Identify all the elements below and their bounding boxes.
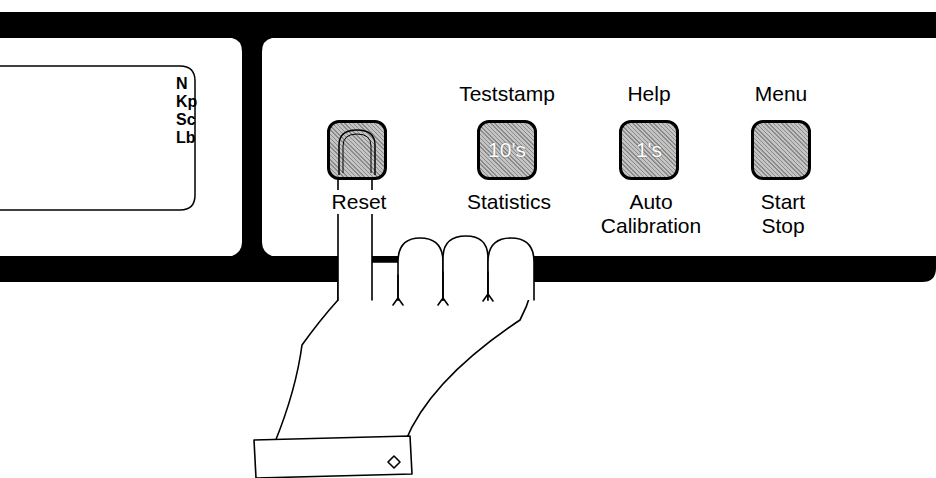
button-value: 10's [480, 123, 534, 177]
unit-label: N [176, 75, 188, 92]
display-border [0, 66, 195, 210]
fingertip [330, 123, 384, 177]
panel-button: Reset [282, 78, 432, 248]
middle-finger [398, 238, 443, 300]
panel-button: 10's TeststampStatistics [432, 78, 582, 248]
button-face [327, 120, 387, 180]
button-label: Start Stop [756, 190, 811, 238]
button-face: 10's [477, 120, 537, 180]
button-face: 1's [619, 120, 679, 180]
shift-function-label: Menu [749, 82, 813, 106]
panel-button: 1's HelpAuto Calibration [574, 78, 724, 248]
panel-button: MenuStart Stop [706, 78, 856, 248]
button-face [751, 120, 811, 180]
cuff-button [388, 456, 400, 468]
display-window: NKpScLb [0, 65, 196, 211]
display-outline [0, 65, 196, 211]
unit-label: Kp [176, 93, 197, 110]
shift-function-label: Teststamp [447, 82, 567, 106]
button-label: Statistics [462, 190, 557, 214]
button-label: Reset [327, 190, 392, 214]
little-finger [488, 238, 534, 300]
finger-crease [393, 272, 493, 305]
unit-label: Sc [176, 111, 196, 128]
button-label: Auto Calibration [596, 190, 707, 238]
top-bar [0, 12, 936, 38]
fingertip-inner [343, 134, 371, 173]
wrist-cuff [254, 436, 412, 478]
shift-function-label: Help [590, 82, 708, 106]
button-value: 1's [622, 123, 676, 177]
ring-finger [443, 236, 488, 300]
divider-bar [232, 38, 272, 256]
unit-label: Lb [176, 129, 196, 146]
fingertip-outline [339, 130, 375, 175]
